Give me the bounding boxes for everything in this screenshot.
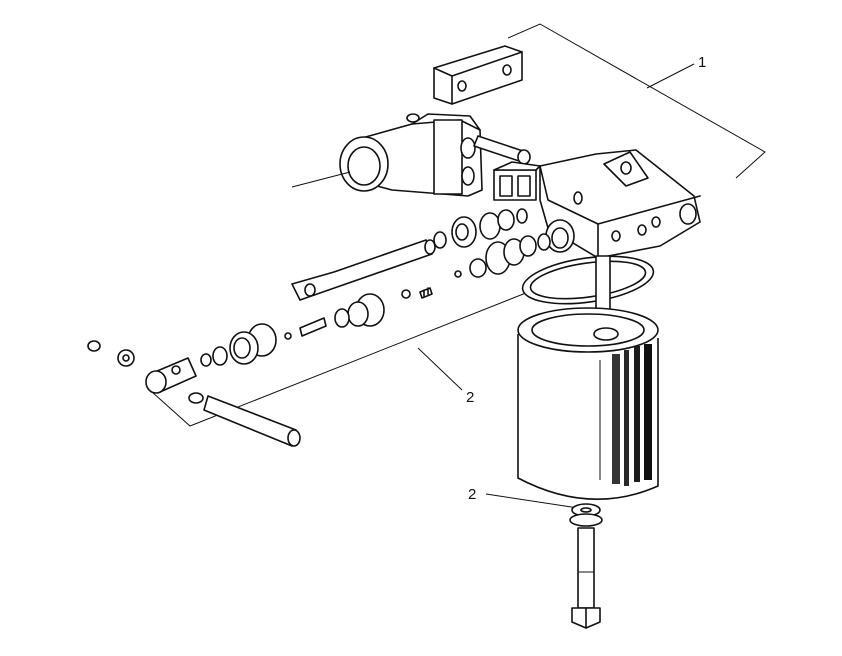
washer (569, 503, 603, 527)
sealing-ring (521, 255, 655, 305)
callout-label-2a: 2 (466, 389, 474, 406)
callout-label-2b: 2 (468, 486, 476, 503)
filter-head (493, 149, 701, 259)
top-plate (433, 45, 523, 105)
valve-row-4 (87, 323, 277, 404)
callout-bracket-1: 1 (507, 23, 766, 179)
callout-leader-washer: 2 (468, 486, 579, 509)
lower-pin (203, 395, 301, 447)
control-rod (291, 239, 436, 301)
valve-row-2 (401, 233, 551, 299)
center-bolt (571, 527, 601, 629)
valve-row-1 (433, 208, 528, 249)
valve-row-3 (284, 293, 385, 340)
long-pin (473, 135, 531, 165)
inlet-elbow (291, 113, 483, 197)
callout-label-1: 1 (698, 54, 706, 71)
filter-canister (517, 307, 659, 501)
